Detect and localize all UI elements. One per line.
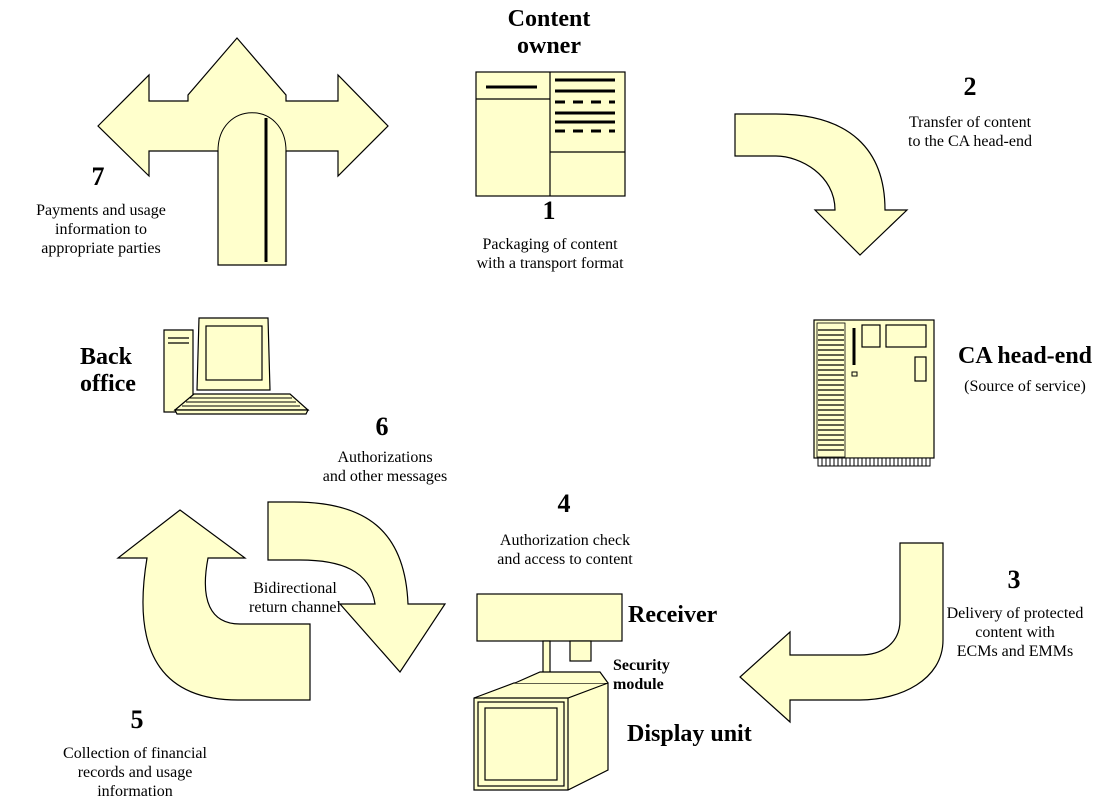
step-1-text: Packaging of content with a transport fo… <box>476 236 624 272</box>
step-6-number: 6 <box>375 412 389 441</box>
receiver-title: Receiver <box>628 602 718 628</box>
security-module-label: Security module <box>613 657 670 694</box>
ca-headend-title: CA head-end <box>957 343 1093 369</box>
receiver-icon <box>476 593 623 697</box>
display-unit-title: Display unit <box>627 721 752 747</box>
step-5-text: Collection of financial records and usag… <box>63 745 207 800</box>
step-7-number: 7 <box>91 162 105 191</box>
curved-arrow-icon <box>734 113 909 256</box>
curved-arrow-icon <box>116 501 447 701</box>
step-4-number: 4 <box>557 489 571 518</box>
step-3-number: 3 <box>1007 565 1021 594</box>
step-6-text: Authorizations and other messages <box>322 449 448 485</box>
server-icon <box>813 319 935 467</box>
three-way-arrow-icon <box>97 37 389 266</box>
curved-arrow-icon <box>739 542 944 724</box>
step-3-text: Delivery of protected content with ECMs … <box>946 605 1084 660</box>
step-2-text: Transfer of content to the CA head-end <box>908 114 1032 150</box>
document-icon <box>475 71 626 197</box>
content-owner-title: Content owner <box>507 6 591 59</box>
step-4-text: Authorization check and access to conten… <box>497 532 633 568</box>
ca-headend-subtitle: (Source of service) <box>964 378 1086 395</box>
step-7-text: Payments and usage information to approp… <box>36 202 166 257</box>
step-2-number: 2 <box>963 72 977 101</box>
return-channel-label: Bidirectional return channel <box>249 580 341 616</box>
back-office-title: Back office <box>80 344 136 397</box>
step-1-number: 1 <box>542 196 556 225</box>
step-5-number: 5 <box>130 705 144 734</box>
monitor-icon <box>473 671 609 791</box>
computer-icon <box>163 317 310 415</box>
